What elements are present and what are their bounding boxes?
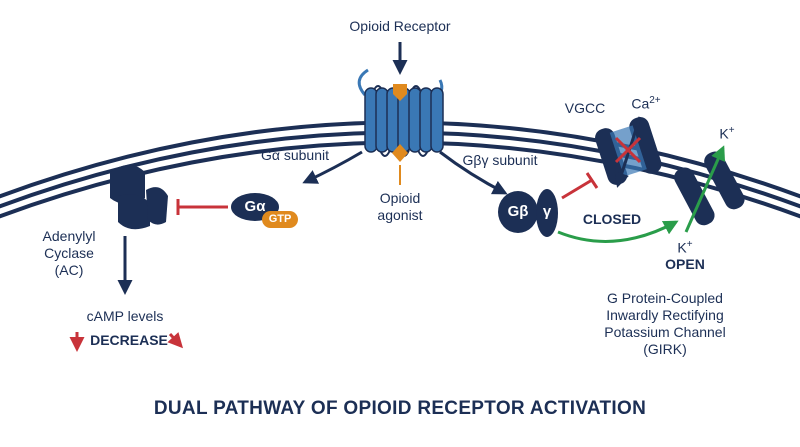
opioid-agonist-label: Opioid agonist [377,190,423,223]
closed-label: CLOSED [582,211,642,227]
g-alpha-subunit-label: Gα subunit [260,147,330,163]
decrease-arrow-right [167,332,184,349]
potassium-bottom-symbol: K [677,239,687,256]
g-beta-symbol: Gβ [507,203,529,220]
g-alpha-subunit-icon [231,193,298,228]
galpha-pathway-arrow [302,150,363,184]
potassium-efflux-arrow [684,145,726,233]
g-beta-gamma-subunit-label: Gβγ subunit [462,152,538,168]
potassium-top-symbol: K [719,125,729,142]
gamma-symbol: γ [542,203,552,220]
opioid-agonist-icon [392,144,408,185]
open-label: OPEN [665,256,705,272]
gtp-label: GTP [268,213,292,225]
adenylyl-cyclase-icon [110,165,168,230]
calcium-label: Ca2+ [626,92,666,113]
opioid-receptor-label: Opioid Receptor [349,18,451,34]
opioid-receptor-icon [357,68,444,157]
diagram-title: DUAL PATHWAY OF OPIOID RECEPTOR ACTIVATI… [153,398,647,419]
potassium-top-label: K+ [712,122,742,143]
calcium-symbol: Ca [631,95,650,112]
vgcc-label: VGCC [564,100,606,116]
girk-label: G Protein-Coupled Inwardly Rectifying Po… [604,290,726,357]
girk-activation-arrow [557,220,679,243]
vgcc-inhibition-symbol [561,172,599,200]
decrease-label: DECREASE [90,332,168,348]
g-alpha-symbol: Gα [244,198,266,215]
camp-levels-label: cAMP levels [86,308,164,324]
potassium-bottom-label: K+ [670,236,700,257]
blocked-x-icon [614,136,642,164]
calcium-charge: 2+ [649,95,661,106]
gbetagamma-pathway-arrow [439,150,508,195]
ac-inhibition-symbol [176,199,228,215]
adenylyl-cyclase-label: Adenylyl Cyclase (AC) [42,228,96,278]
g-beta-gamma-icon [498,189,558,237]
potassium-bottom-charge: + [686,239,693,250]
potassium-top-charge: + [728,125,735,136]
